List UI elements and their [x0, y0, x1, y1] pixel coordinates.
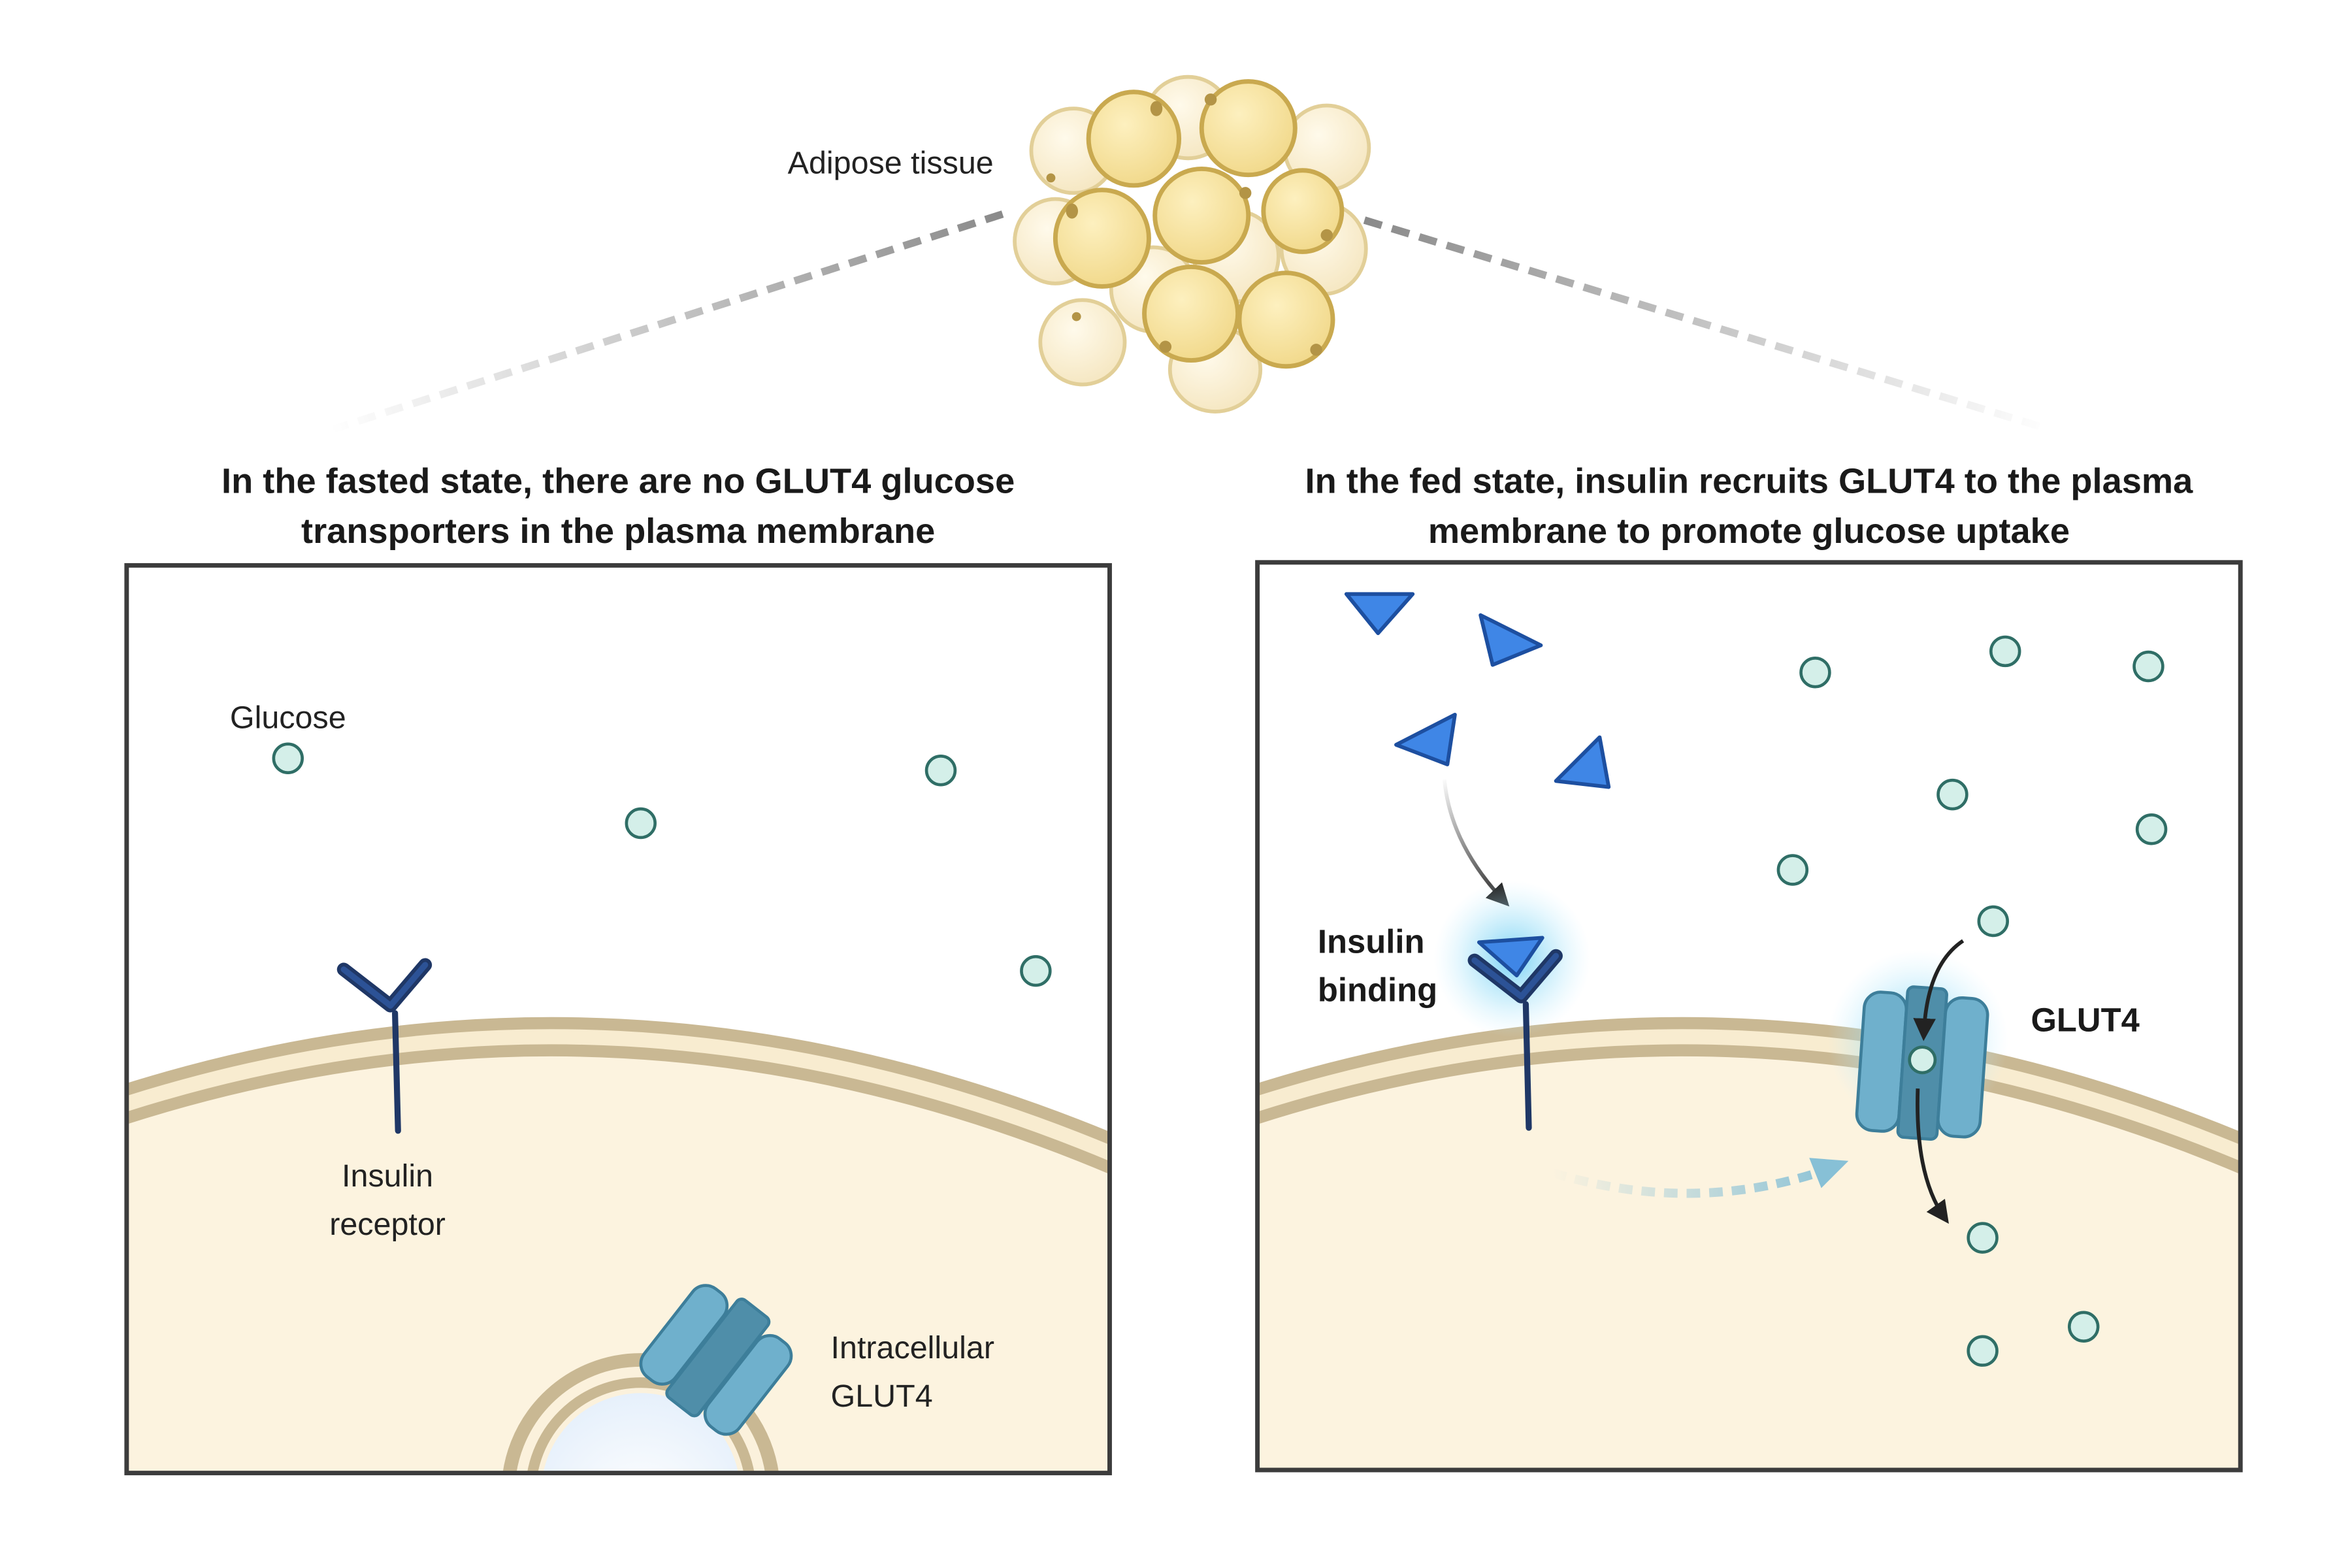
connector-line-left	[330, 210, 1004, 434]
insulin-receptor-bound	[1467, 949, 1563, 1131]
glucose-molecule	[1977, 905, 2009, 938]
insulin-molecules	[1344, 592, 1611, 789]
adipose-tissue-label: Adipose tissue	[788, 145, 994, 180]
intracellular-glut4-transporter	[639, 1284, 793, 1436]
insulin-binding-label-line1: Insulin	[1318, 923, 1425, 960]
glucose-molecule	[1776, 854, 1809, 886]
glucose-molecule	[1989, 635, 2021, 668]
fasted-state-panel: Glucose Insulin receptor Intracellular G…	[124, 563, 1112, 1476]
intracellular-glut4-label-line1: Intracellular	[831, 1330, 994, 1365]
insulin-receptor-label-line2: receptor	[329, 1207, 446, 1242]
left-panel-title-line2: transporters in the plasma membrane	[301, 512, 935, 551]
glucose-molecule	[1020, 955, 1052, 987]
glucose-molecule	[2068, 1311, 2100, 1343]
insulin-molecule	[1554, 735, 1611, 789]
glucose-molecule	[625, 807, 657, 840]
glucose-molecule	[1967, 1335, 1999, 1367]
intracellular-glut4-label-line2: GLUT4	[831, 1379, 933, 1414]
glucose-molecule	[272, 742, 304, 774]
insulin-molecule	[1394, 712, 1457, 766]
right-panel-title-line1: In the fed state, insulin recruits GLUT4…	[1305, 462, 2194, 501]
glut4-label: GLUT4	[2031, 1001, 2139, 1038]
glucose-molecule	[1936, 778, 1968, 811]
cytoplasm	[126, 1036, 1110, 1473]
glucose-molecule	[1799, 656, 1831, 689]
glucose-molecules	[272, 742, 1052, 987]
glucose-entry-arrow	[1913, 939, 1965, 1041]
bound-insulin	[1477, 936, 1544, 977]
glucose-label: Glucose	[230, 700, 346, 736]
insulin-receptor	[336, 958, 433, 1134]
glucose-molecule	[2135, 813, 2168, 845]
insulin-molecule	[1344, 592, 1415, 636]
glut4-recruitment-arrow	[1551, 1168, 1818, 1198]
connector-line-right	[1363, 216, 2052, 434]
cytoplasm	[1257, 1036, 2241, 1470]
insulin-receptor-label-line1: Insulin	[342, 1158, 433, 1194]
glucose-molecule	[1967, 1222, 1999, 1254]
adipose-tissue-illustration	[1013, 74, 1371, 414]
glucose-molecule	[924, 754, 957, 787]
left-panel-title-line1: In the fasted state, there are no GLUT4 …	[221, 462, 1015, 501]
insulin-molecule	[1478, 613, 1543, 667]
fed-state-panel: Insulin binding GLUT4	[1255, 560, 2243, 1473]
glut4-recruitment-arrowhead	[1809, 1158, 1849, 1188]
glucose-release-arrow	[1916, 1088, 1949, 1224]
glucose-molecule	[1908, 1045, 1937, 1075]
glucose-molecule	[2132, 650, 2164, 683]
insulin-binding-label-line2: binding	[1318, 971, 1437, 1008]
right-panel-title-line2: membrane to promote glucose uptake	[1428, 512, 2070, 551]
glucose-molecules	[1776, 635, 2168, 1367]
